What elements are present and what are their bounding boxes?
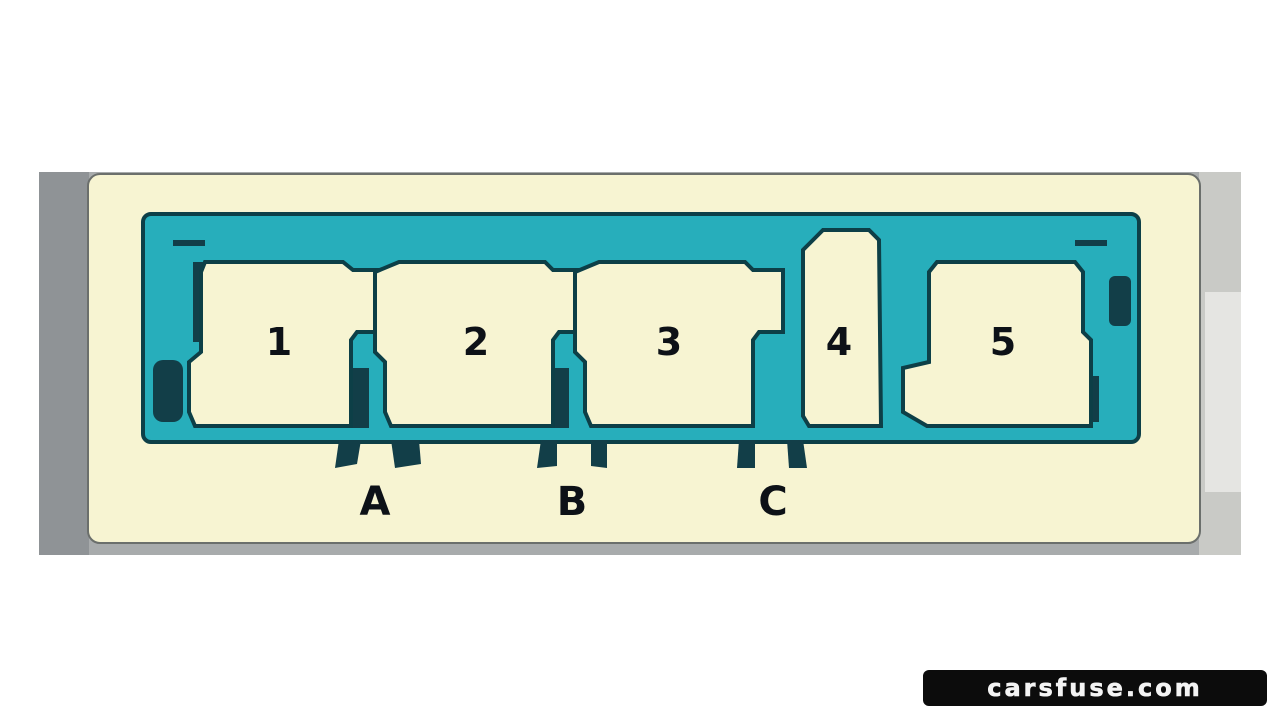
relay-slot-1: 1 (187, 260, 383, 428)
relay-box-diagram: 1 2 3 4 5 A B C (39, 172, 1241, 555)
relay-label-5: 5 (990, 320, 1016, 364)
relay-label-1: 1 (266, 320, 292, 364)
relay-slot-2: 2 (373, 260, 585, 428)
terminal-label-b: B (557, 479, 588, 525)
relay-label-4: 4 (826, 320, 852, 364)
terminal-label-a: A (360, 479, 391, 525)
terminal-label-c: C (758, 479, 787, 525)
relay-slot-4: 4 (801, 228, 884, 428)
relay-slot-5: 5 (901, 260, 1093, 428)
relay-label-3: 3 (656, 320, 682, 364)
relay-label-2: 2 (463, 320, 489, 364)
watermark-badge: carsfuse.com (923, 670, 1267, 706)
watermark-text: carsfuse.com (987, 674, 1203, 703)
relay-slot-3: 3 (573, 260, 785, 428)
